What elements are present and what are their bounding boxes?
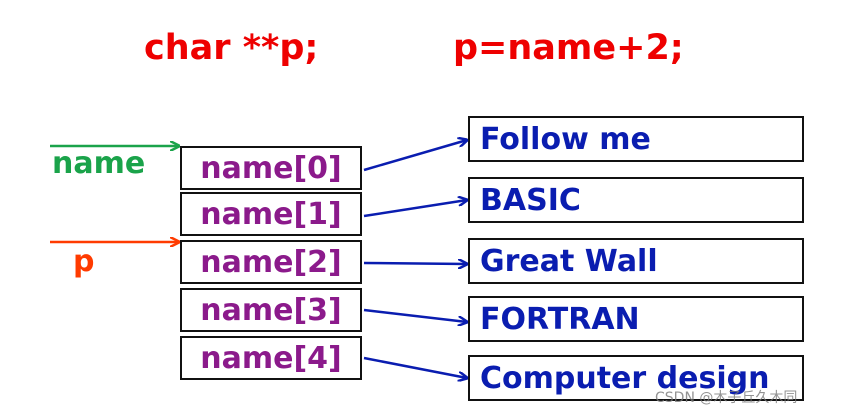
declaration-char-ptr: char **p; xyxy=(144,28,319,68)
declaration-assignment: p=name+2; xyxy=(453,28,684,68)
string-box-0: Follow me xyxy=(468,116,804,162)
array-cell-3: name[3] xyxy=(180,288,362,332)
array-cell-2: name[2] xyxy=(180,240,362,284)
arrow-cell-1-to-string-1 xyxy=(363,200,467,218)
array-cell-0: name[0] xyxy=(180,146,362,190)
string-box-3: FORTRAN xyxy=(468,296,804,342)
arrow-cell-3-to-string-3 xyxy=(363,308,467,322)
string-box-4: Computer design xyxy=(468,355,804,401)
pointer-label-p: p xyxy=(73,244,95,279)
arrow-cell-4-to-string-4 xyxy=(363,356,467,378)
arrow-cell-0-to-string-0 xyxy=(363,140,467,172)
array-cell-4: name[4] xyxy=(180,336,362,380)
string-box-1: BASIC xyxy=(468,177,804,223)
array-cell-1: name[1] xyxy=(180,192,362,236)
pointer-label-name: name xyxy=(52,146,146,181)
arrow-cell-2-to-string-2 xyxy=(363,263,467,264)
string-box-2: Great Wall xyxy=(468,238,804,284)
watermark: CSDN @木子丘久木同 xyxy=(655,390,798,406)
